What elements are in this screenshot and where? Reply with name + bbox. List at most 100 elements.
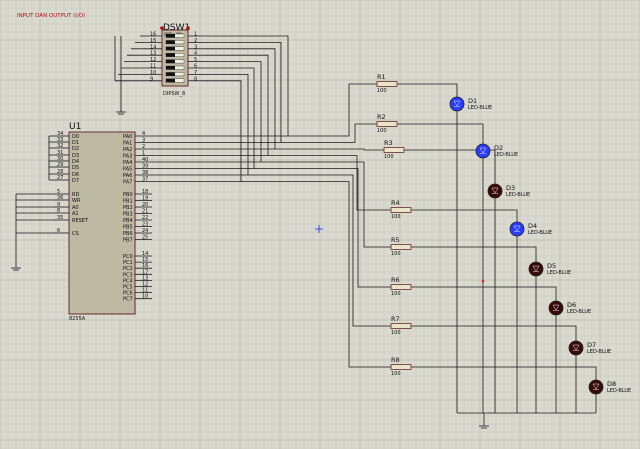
- led-part: LED-BLUE: [468, 105, 492, 111]
- wire: [204, 80, 242, 182]
- resistor-value: 100: [391, 251, 401, 257]
- u1-pin-name: A1: [72, 211, 79, 217]
- u1-body[interactable]: [68, 131, 136, 315]
- led-body[interactable]: [588, 379, 604, 395]
- u1-pin-number: 32: [57, 143, 63, 149]
- wire: [397, 83, 458, 97]
- diode-icon: [453, 100, 461, 107]
- resistor-body[interactable]: [390, 244, 412, 250]
- u1-pin-number: 36: [57, 195, 63, 201]
- resistor-body[interactable]: [383, 147, 405, 153]
- u1-pin-number: 9: [57, 202, 60, 208]
- u1-pin-number: 14: [142, 251, 148, 257]
- u1-pin-number: 11: [142, 288, 148, 294]
- dsw1-switch-knob[interactable]: [166, 66, 175, 70]
- resistor-body[interactable]: [390, 364, 412, 370]
- dsw1-pin-number: 13: [150, 51, 156, 57]
- wire: [397, 123, 484, 144]
- diode-icon: [592, 383, 600, 390]
- led-ref: D8: [607, 380, 616, 388]
- u1-pin-number: 6: [57, 228, 60, 234]
- dsw1-switch-knob[interactable]: [166, 72, 175, 76]
- resistor-value: 100: [391, 291, 401, 297]
- resistor-value: 100: [377, 128, 387, 134]
- led-body[interactable]: [449, 96, 465, 112]
- led-ref: D3: [506, 184, 515, 192]
- u1-pin-name: PB7: [123, 238, 133, 244]
- resistor-ref: R7: [391, 315, 400, 323]
- u1-pin-number: 40: [142, 157, 148, 163]
- resistor-body[interactable]: [376, 121, 398, 127]
- dsw1-switch-knob[interactable]: [166, 53, 175, 57]
- dsw1-pin-number: 16: [150, 32, 156, 38]
- led-body[interactable]: [548, 300, 564, 316]
- dsw1-switch-knob[interactable]: [166, 59, 175, 64]
- dsw1-body[interactable]: [161, 29, 189, 87]
- dsw1-switch-knob[interactable]: [166, 40, 175, 44]
- led-part: LED-BLUE: [587, 349, 611, 355]
- u1-pin-number: 10: [142, 294, 148, 300]
- leds: D1LED-BLUED2LED-BLUED3LED-BLUED4LED-BLUE…: [449, 96, 631, 395]
- u1-pin-number: 21: [142, 209, 148, 215]
- led-part: LED-BLUE: [547, 270, 571, 276]
- dsw1-pin-number: 6: [194, 64, 197, 70]
- u1-pin-name: PC2: [123, 266, 133, 272]
- diode-icon: [552, 304, 560, 311]
- resistor-ref: R8: [391, 356, 400, 364]
- resistor-ref: R1: [377, 73, 386, 81]
- dsw1-dip-switch[interactable]: DSW1 DIPSW_8 OFF ON 16151413121110912345…: [144, 23, 204, 97]
- wire: [152, 161, 391, 248]
- resistor-body[interactable]: [390, 323, 412, 329]
- dsw1-pin-number: 5: [194, 57, 197, 63]
- dsw1-part: DIPSW_8: [163, 91, 185, 97]
- dsw1-switch-knob[interactable]: [166, 46, 175, 51]
- dsw1-switch-knob[interactable]: [166, 78, 175, 83]
- led-ref: D5: [547, 262, 556, 270]
- u1-pin-name: PB6: [123, 231, 133, 237]
- led-body[interactable]: [487, 183, 503, 199]
- ground-symbol: [479, 413, 489, 429]
- u1-pin-name: CS: [72, 231, 79, 237]
- u1-pin-name: PA1: [123, 141, 132, 147]
- led-body[interactable]: [509, 221, 525, 237]
- dsw1-pin-number: 1: [194, 32, 197, 38]
- led-body[interactable]: [475, 143, 491, 159]
- diode-icon: [479, 147, 487, 154]
- u1-pin-number: 15: [142, 257, 148, 263]
- wire: [204, 35, 289, 136]
- led-body[interactable]: [528, 261, 544, 277]
- resistor-value: 100: [384, 154, 394, 160]
- resistor-body[interactable]: [376, 81, 398, 87]
- u1-pin-number: 1: [142, 151, 145, 157]
- resistor-body[interactable]: [390, 207, 412, 213]
- u1-pin-number: 22: [142, 215, 148, 221]
- led-body[interactable]: [568, 340, 584, 356]
- u1-pin-number: 2: [142, 144, 145, 150]
- diode-icon: [572, 344, 580, 351]
- led-part: LED-BLUE: [494, 152, 518, 158]
- sheet-title: INPUT DAN OUTPUT (I/O): [17, 13, 85, 19]
- u1-pin-number: 19: [142, 196, 148, 202]
- dsw1-switch-knob[interactable]: [166, 34, 175, 38]
- resistor-body[interactable]: [390, 284, 412, 290]
